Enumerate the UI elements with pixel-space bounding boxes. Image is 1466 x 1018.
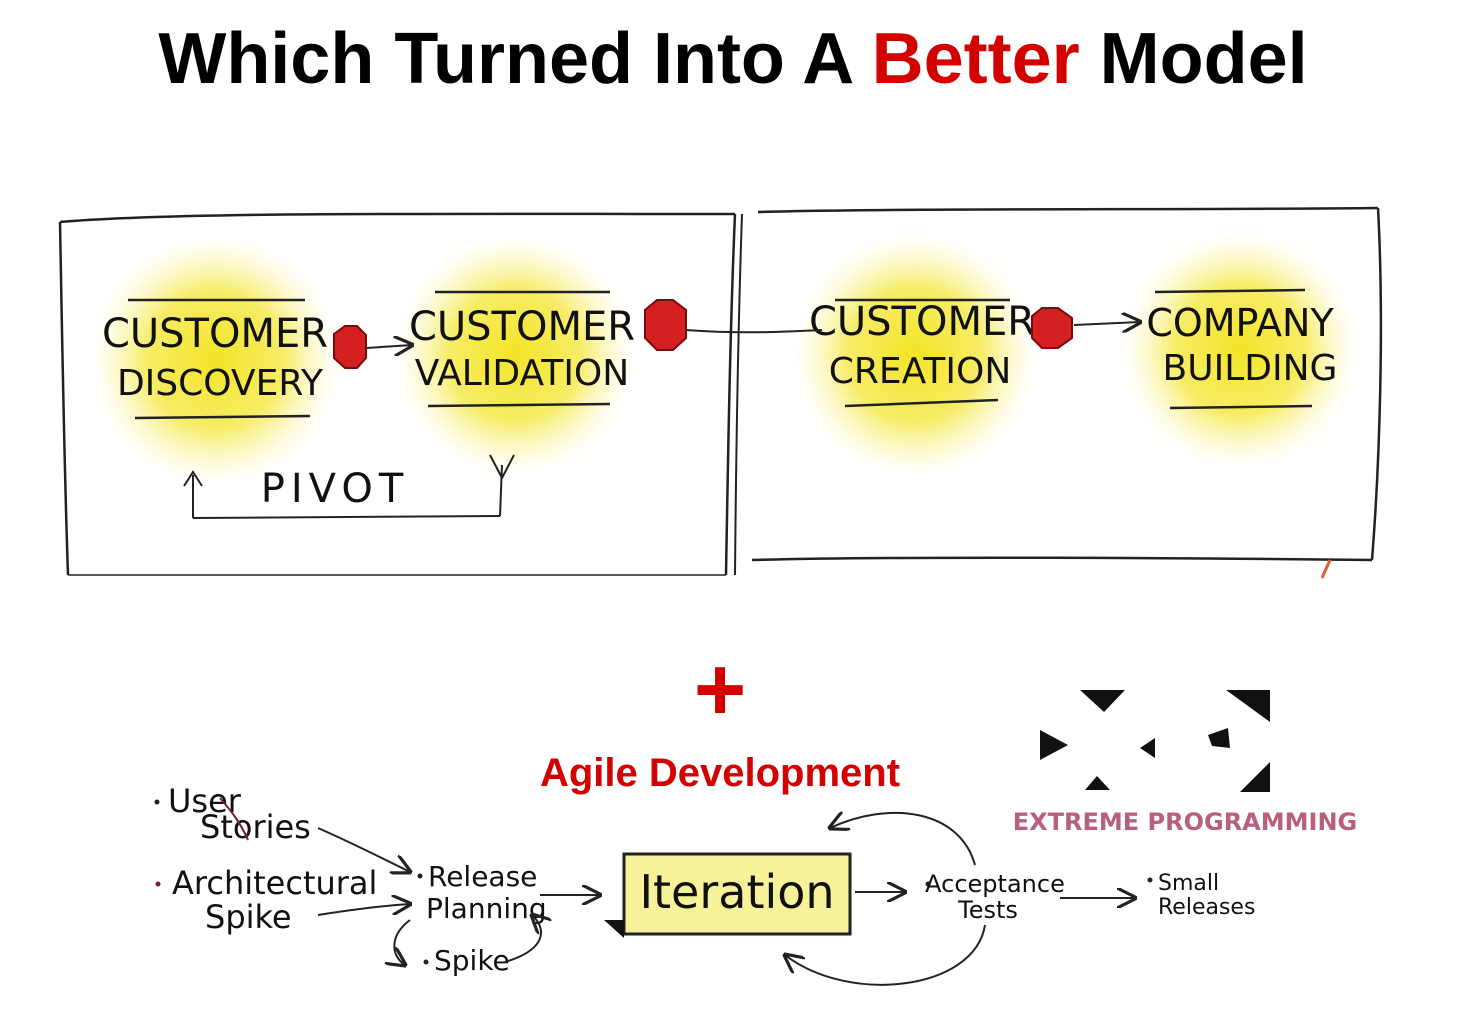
pivot-loop: PIVOT	[183, 454, 515, 519]
release-planning-line1: Release	[428, 860, 537, 893]
customer-search-panel	[58, 212, 743, 576]
stop-sign-icon	[1031, 307, 1073, 349]
small-releases-line1: Small	[1158, 871, 1219, 896]
xp-logo-shape-icon	[1226, 690, 1270, 722]
arrow-creation-to-building	[1073, 322, 1140, 325]
architectural-spike-line2: Spike	[205, 898, 292, 936]
iteration-label: Iteration	[639, 865, 834, 919]
xp-logo-shape-icon	[1080, 690, 1125, 712]
plus-sign: +	[693, 640, 747, 740]
discovery-line1: CUSTOMER	[102, 311, 328, 357]
glow-customer-discovery	[90, 235, 340, 485]
step-customer-creation: CUSTOMER CREATION	[809, 298, 1035, 408]
stop-sign-icon	[644, 299, 687, 351]
acceptance-tests-line2: Tests	[957, 896, 1018, 924]
discovery-line2: DISCOVERY	[117, 363, 324, 404]
creation-line1: CUSTOMER	[809, 299, 1035, 345]
line-validation-to-creation	[685, 329, 823, 334]
pivot-label: PIVOT	[261, 466, 410, 512]
xp-logo-shape-icon	[1040, 730, 1068, 760]
step-connectors	[365, 322, 1140, 348]
stop-sign-icon	[333, 325, 367, 369]
spike-label: Spike	[434, 944, 510, 977]
creation-line2: CREATION	[829, 351, 1012, 392]
step-customer-validation: CUSTOMER VALIDATION	[409, 290, 635, 408]
step-customer-discovery: CUSTOMER DISCOVERY	[102, 298, 328, 420]
customer-execution-panel	[751, 206, 1383, 579]
title-part-before: Which Turned Into A	[158, 19, 872, 99]
xp-logo-shape-icon	[1208, 728, 1230, 748]
extreme-programming-logo: EXTREME PROGRAMMING	[1013, 690, 1357, 836]
xp-logo-shape-icon	[1085, 776, 1110, 790]
xp-logo-shape-icon	[1240, 762, 1270, 792]
xp-logo-shape-icon	[1140, 738, 1155, 758]
xp-logo-text: EXTREME PROGRAMMING	[1013, 808, 1357, 836]
architectural-spike-line1: Architectural	[172, 864, 377, 902]
iteration-box	[622, 852, 852, 936]
arrow-discovery-to-validation	[365, 345, 412, 348]
release-planning-line2: Planning	[426, 892, 547, 925]
small-releases-line2: Releases	[1158, 895, 1255, 920]
title-part-after: Model	[1079, 19, 1308, 99]
slide-title: Which Turned Into A Better Model	[0, 18, 1466, 100]
acceptance-tests-line1: Acceptance	[925, 870, 1065, 898]
validation-line2: VALIDATION	[415, 353, 629, 394]
user-stories-line1: User	[168, 782, 242, 820]
user-stories-line2: Stories	[200, 808, 311, 846]
glow-customer-validation	[395, 235, 635, 475]
glow-customer-creation	[793, 233, 1037, 477]
building-line2: BUILDING	[1163, 348, 1338, 389]
validation-line1: CUSTOMER	[409, 304, 635, 350]
agile-development-label: Agile Development	[539, 751, 901, 795]
agile-flow: User Stories Architectural Spike Release…	[154, 782, 1255, 986]
building-line1: COMPANY	[1146, 301, 1334, 345]
step-company-building: COMPANY BUILDING	[1146, 288, 1338, 410]
title-accent-word: Better	[871, 19, 1080, 99]
